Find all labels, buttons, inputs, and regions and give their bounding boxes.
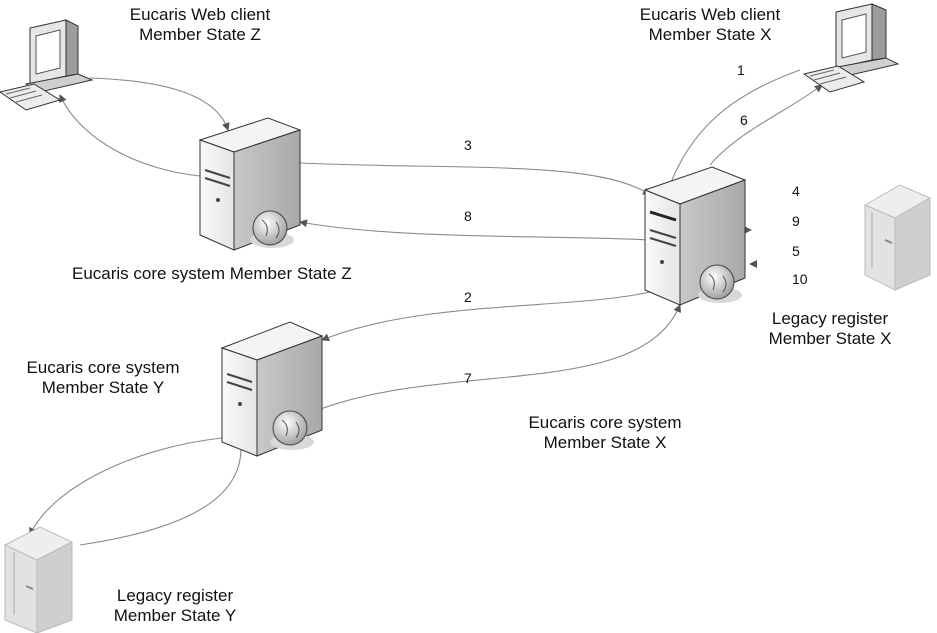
flow-web-client-z-to-core-z — [89, 77, 230, 131]
core-server-z-icon — [198, 117, 302, 251]
step-4: 4 — [792, 183, 800, 199]
workstation-z-icon — [0, 19, 94, 111]
label-legacy-x-line1: Legacy register — [771, 309, 889, 328]
label-web-client-z-line2: Member State Z — [139, 25, 261, 44]
label-core-x-line1: Eucaris core system — [528, 413, 682, 432]
step-6: 6 — [740, 112, 748, 128]
label-legacy-y-line2: Member State Y — [113, 606, 237, 625]
flow-8-core-x-to-core-z — [299, 219, 651, 241]
label-web-client-x-line2: Member State X — [648, 25, 772, 44]
label-core-y: Eucaris core system Member State Y — [8, 358, 198, 398]
core-server-y-icon — [220, 321, 324, 457]
step-7: 7 — [464, 370, 472, 386]
step-1: 1 — [737, 62, 745, 78]
label-core-x-line2: Member State X — [543, 433, 667, 452]
flow-core-z-to-web-client-z — [59, 94, 201, 177]
step-10: 10 — [792, 271, 808, 287]
flow-core-y-to-legacy-y — [29, 437, 223, 536]
label-web-client-z-line1: Eucaris Web client — [129, 5, 271, 24]
label-core-x: Eucaris core system Member State X — [505, 413, 705, 453]
step-5: 5 — [792, 243, 800, 259]
step-2: 2 — [464, 289, 472, 305]
label-web-client-z: Eucaris Web client Member State Z — [100, 5, 300, 45]
label-core-y-line1: Eucaris core system — [26, 358, 180, 377]
label-core-y-line2: Member State Y — [41, 378, 165, 397]
flow-1-web-client-x-to-core-x — [666, 69, 801, 191]
legacy-register-y-icon — [3, 526, 74, 633]
label-legacy-x-line2: Member State X — [768, 329, 892, 348]
label-legacy-y: Legacy register Member State Y — [90, 586, 260, 626]
core-server-x-icon — [643, 166, 747, 306]
label-web-client-x: Eucaris Web client Member State X — [610, 5, 810, 45]
flow-6-core-x-to-web-client-x — [709, 84, 823, 166]
step-9: 9 — [792, 213, 800, 229]
flow-legacy-y-to-core-y — [79, 436, 246, 546]
flow-7-core-y-to-core-x — [317, 304, 681, 411]
label-web-client-x-line1: Eucaris Web client — [639, 5, 781, 24]
label-legacy-x: Legacy register Member State X — [750, 309, 910, 349]
flow-2-core-x-to-core-y — [321, 291, 651, 342]
arrowhead-4-9 — [744, 226, 752, 234]
arrowhead-5-10 — [749, 260, 757, 268]
label-core-z: Eucaris core system Member State Z — [72, 264, 352, 283]
label-legacy-y-line1: Legacy register — [116, 586, 234, 605]
flow-3-core-z-to-core-x — [299, 162, 651, 196]
step-3: 3 — [464, 137, 472, 153]
step-8: 8 — [464, 208, 472, 224]
workstation-x-icon — [802, 3, 900, 93]
legacy-register-x-icon — [863, 184, 932, 291]
